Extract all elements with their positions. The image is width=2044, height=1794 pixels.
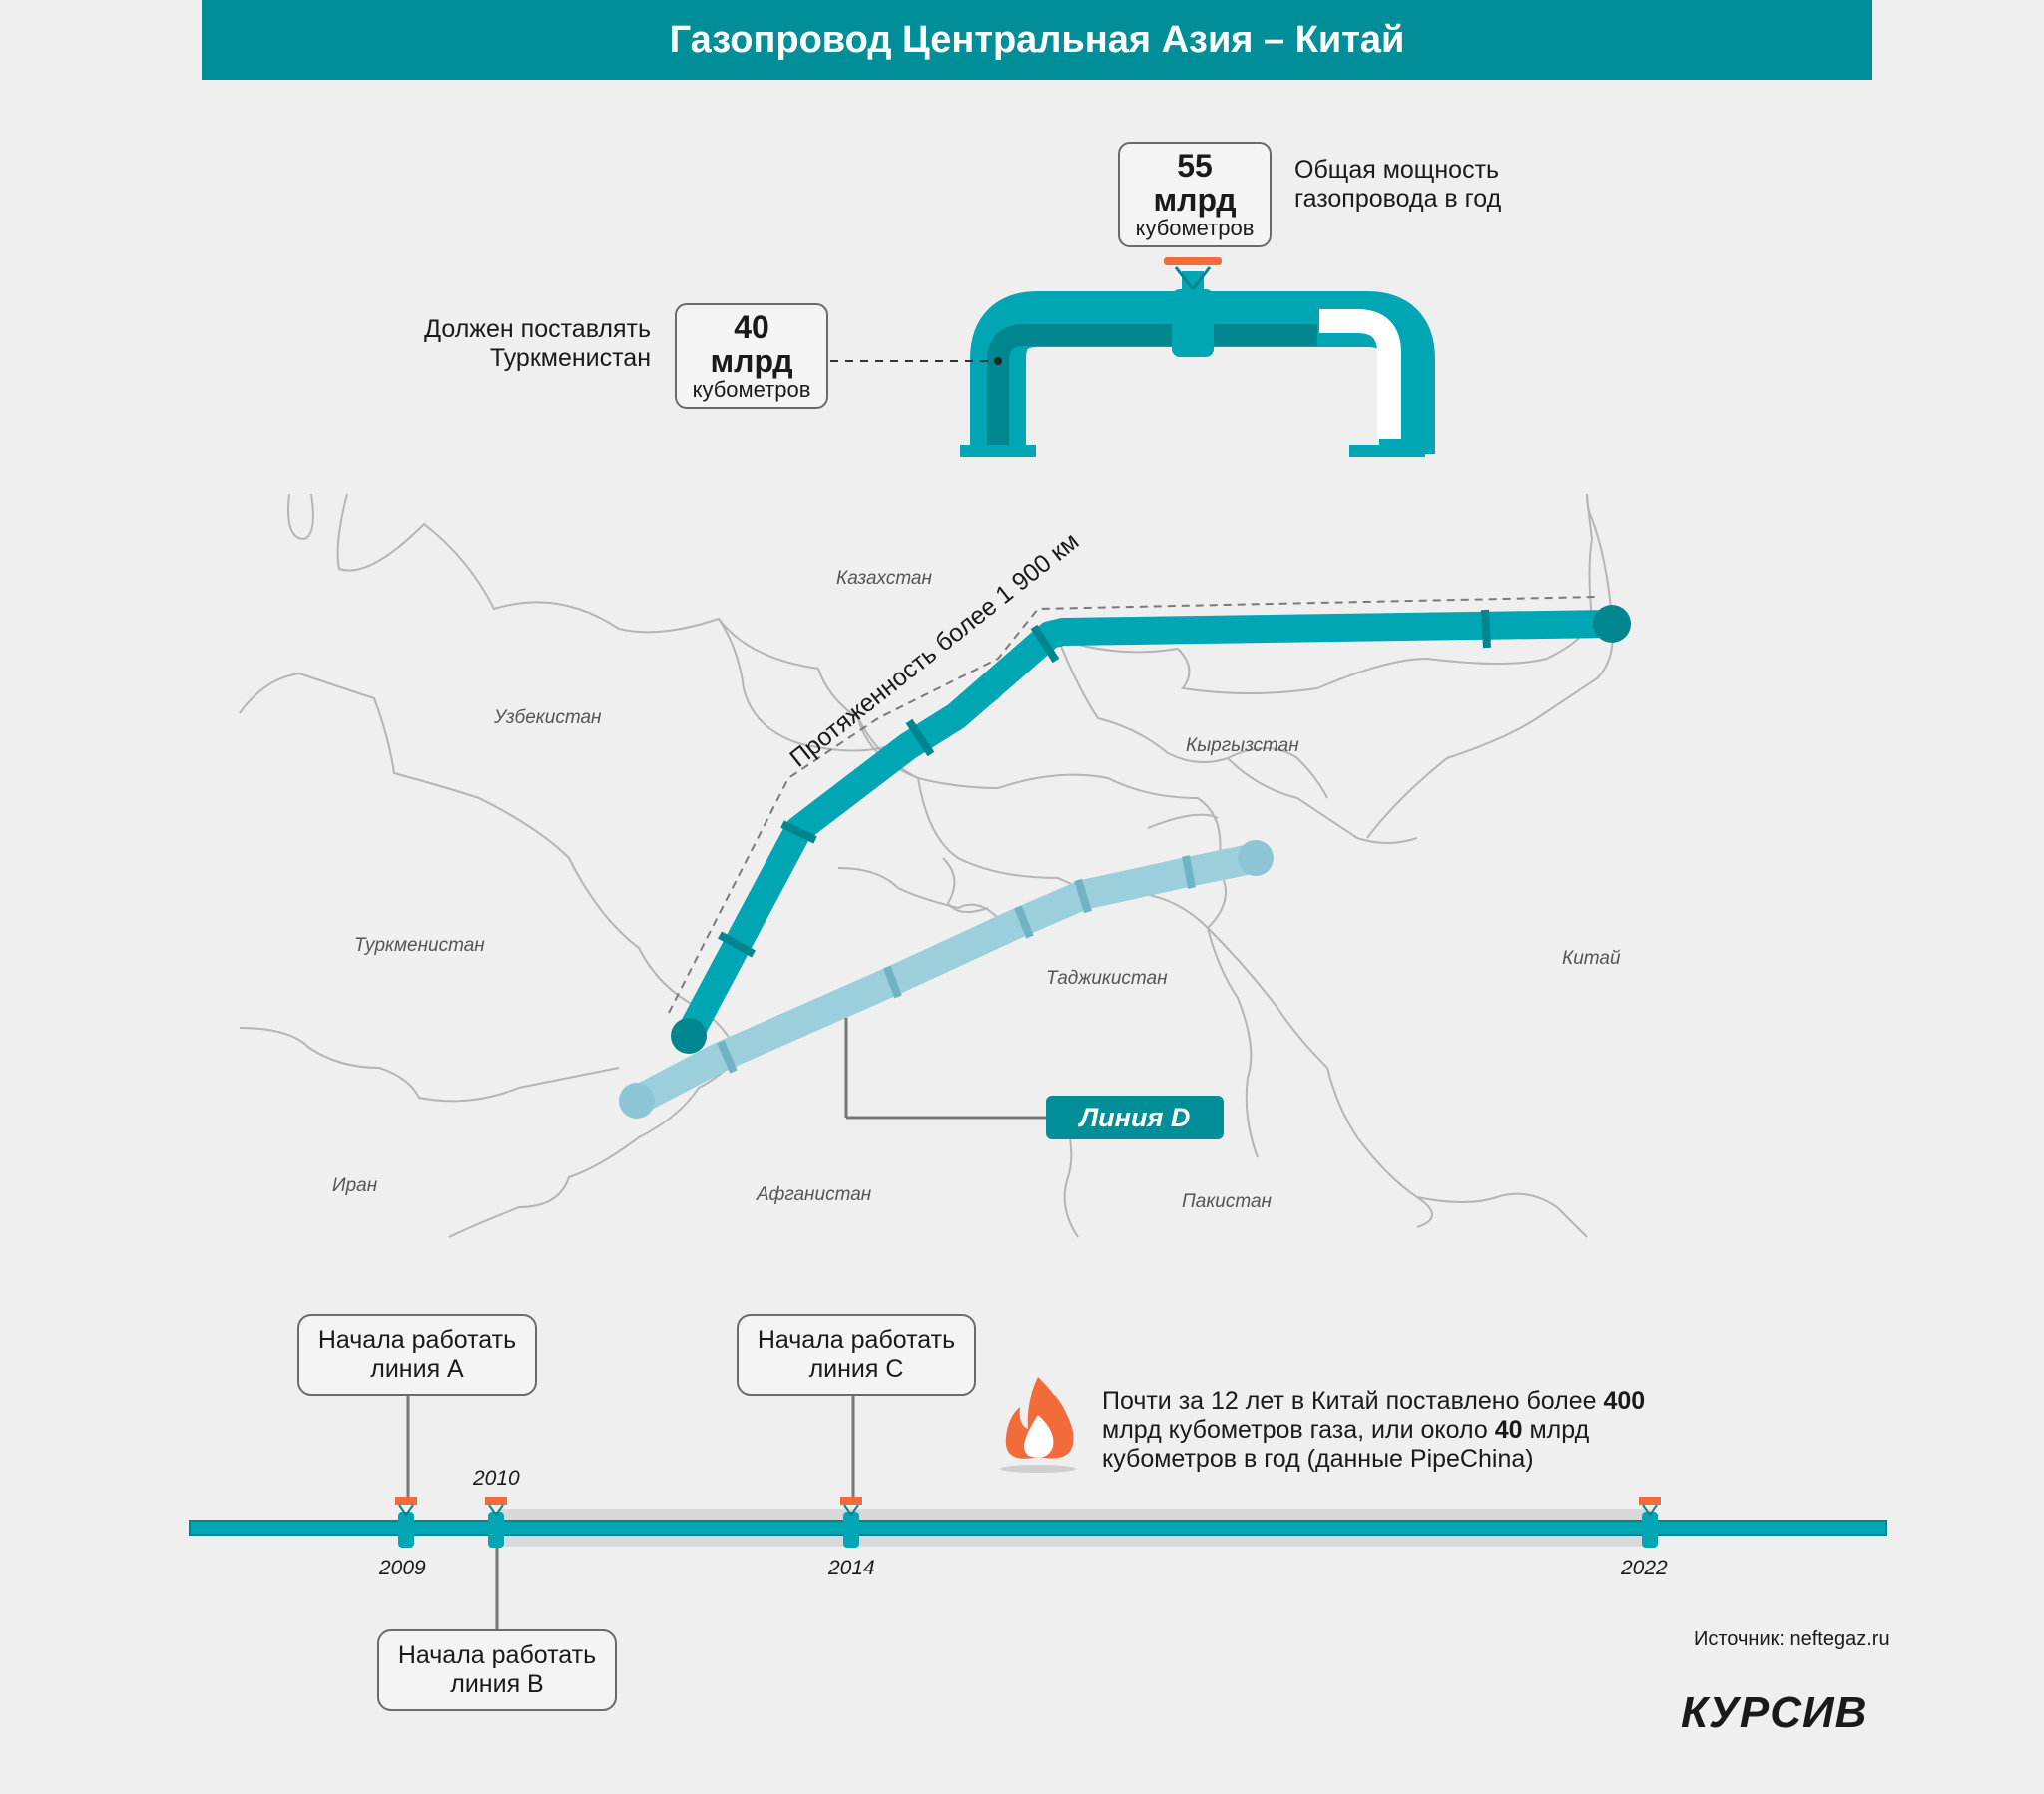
turkmenistan-supply-box: 40 млрд кубометров [675,303,828,410]
country-label: Узбекистан [493,707,602,728]
year-label-2022: 2022 [1621,1557,1668,1579]
timeline-marker-2009 [395,1497,417,1548]
country-label: Туркменистан [354,935,485,956]
fact-bold-40: 40 [1494,1415,1523,1444]
country-label: Иран [332,1175,378,1196]
delivery-fact: Почти за 12 лет в Китай поставлено более… [1102,1387,1701,1473]
timeline [189,1393,1887,1630]
year-label-2009: 2009 [379,1557,426,1579]
capacity-value: 55 млрд [1153,148,1237,218]
turkmenistan-supply-value: 40 млрд [710,309,793,379]
fact-bold-400: 400 [1603,1387,1646,1415]
timeline-marker-2022 [1639,1497,1661,1548]
country-label: Казахстан [836,568,933,589]
fact-text: млрд кубометров в год (данные PipeChina) [1102,1415,1590,1473]
capacity-unit: кубометров [1135,216,1255,241]
turkmenistan-supply-unit: кубометров [692,377,811,403]
country-label: Китай [1562,948,1621,969]
turkmenistan-supply-label: Должен поставлять Туркменистан [424,315,651,372]
main-pipe [671,605,1631,1054]
line-d-badge: Линия D [1046,1096,1224,1139]
country-label: Кыргызстан [1186,735,1299,756]
capacity-description: Общая мощность газопровода в год [1294,156,1502,213]
length-dashed-line [668,596,1598,1014]
timeline-marker-2010 [485,1497,507,1548]
country-borders [239,493,1614,1238]
event-line-c: Начала работать линия С [737,1314,976,1396]
year-label-2010: 2010 [473,1467,520,1490]
year-label-2014: 2014 [828,1557,875,1579]
country-label: Таджикистан [1046,968,1168,989]
event-line-a: Начала работать линия А [297,1314,537,1396]
source-note: Источник: neftegaz.ru [1694,1628,1890,1650]
timeline-marker-2014 [840,1497,862,1548]
country-label: Пакистан [1182,1191,1273,1212]
page-title: Газопровод Центральная Азия – Китай [202,0,1872,80]
country-label: Афганистан [756,1184,872,1205]
fact-text: млрд кубометров газа, или около [1102,1415,1495,1444]
flame-icon [1000,1377,1076,1473]
capacity-box: 55 млрд кубометров [1118,142,1272,248]
kursiv-logo: КУРСИВ [1681,1688,1868,1737]
fact-text: Почти за 12 лет в Китай поставлено более [1102,1387,1597,1415]
pipe-illustration [830,257,1435,457]
event-line-b: Начала работать линия В [377,1629,617,1711]
line-d-pipe [619,840,1274,1120]
